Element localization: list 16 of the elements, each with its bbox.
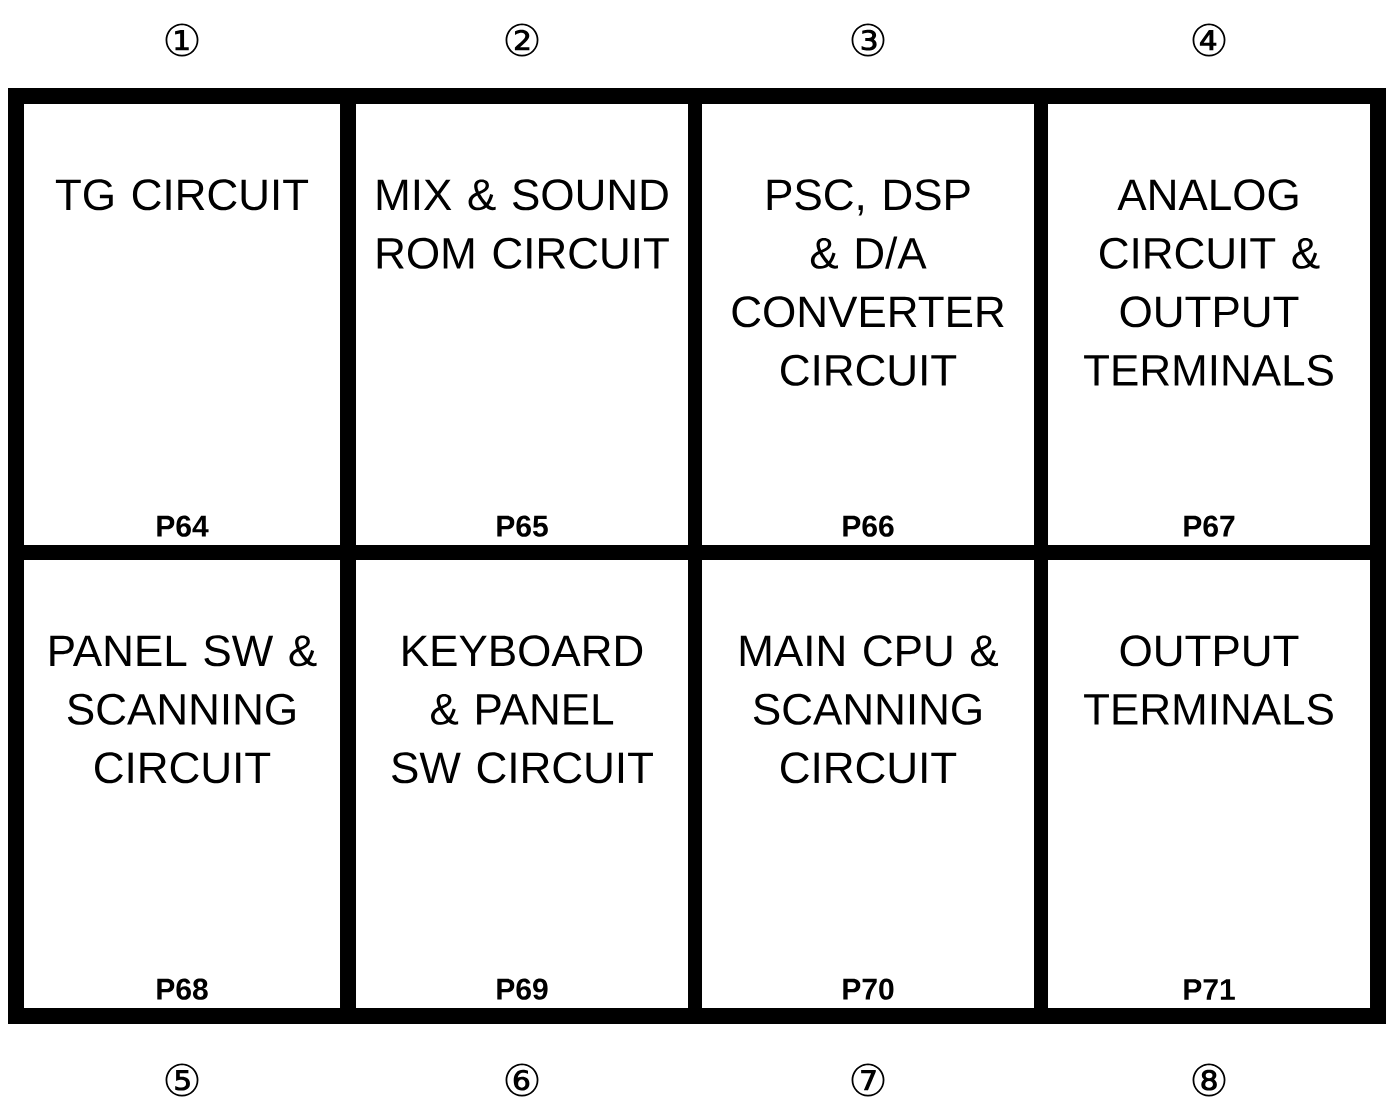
cell: PSC, DSP & D/A CONVERTER CIRCUIT P66 — [702, 104, 1034, 545]
cell: PANEL SW & SCANNING CIRCUIT P68 — [24, 560, 340, 1008]
callout-number: ④ — [1192, 23, 1226, 57]
cell: OUTPUT TERMINALS P71 — [1048, 560, 1370, 1008]
cell: ANALOG CIRCUIT & OUTPUT TERMINALS P67 — [1048, 104, 1370, 545]
cell: KEYBOARD & PANEL SW CIRCUIT P69 — [356, 560, 688, 1008]
callout-number: ② — [505, 23, 539, 57]
callout-number: ⑥ — [505, 1063, 539, 1097]
callout-number: ⑤ — [165, 1063, 199, 1097]
callout-number: ① — [165, 23, 199, 57]
callout-number: ③ — [851, 23, 885, 57]
cell: TG CIRCUIT P64 — [24, 104, 340, 545]
callout-number: ⑦ — [851, 1063, 885, 1097]
callout-number: ⑧ — [1192, 1063, 1226, 1097]
cell: MAIN CPU & SCANNING CIRCUIT P70 — [702, 560, 1034, 1008]
cell: MIX & SOUND ROM CIRCUIT P65 — [356, 104, 688, 545]
